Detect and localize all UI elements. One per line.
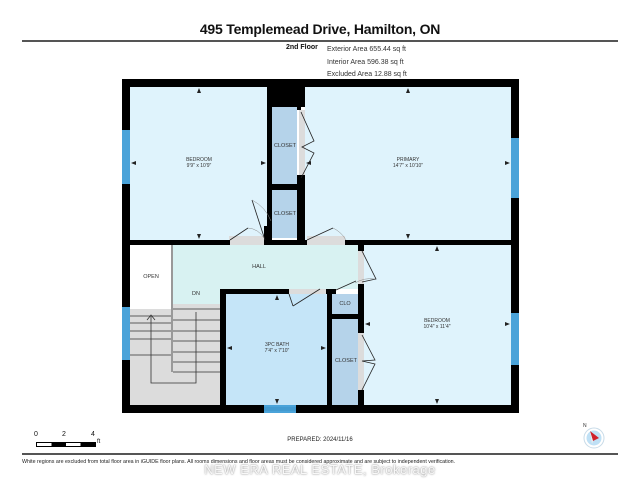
scale-unit: ft [97, 439, 101, 445]
room-name: BEDROOM [424, 318, 450, 324]
disclaimer-text: White regions are excluded from total fl… [22, 459, 456, 465]
room-dims: 9'9" x 10'9" [186, 163, 212, 169]
scale-graphic [36, 442, 96, 447]
window-stairs [122, 307, 130, 360]
closet-1-fill [272, 107, 297, 184]
page-title: 495 Templemead Drive, Hamilton, ON [199, 21, 441, 37]
room-primary: PRIMARY 14'7" x 10'10" [393, 157, 423, 169]
compass-icon: N [583, 423, 605, 449]
walls [122, 79, 519, 413]
label-hall: HALL [252, 264, 266, 270]
primary-fill [305, 87, 511, 240]
bedroom-2-fill [364, 245, 511, 405]
interior-area: Interior Area 596.38 sq ft [327, 58, 404, 66]
label-clo: CLO [339, 301, 351, 307]
closet-3-fill [332, 319, 358, 405]
stair-fill-2 [173, 304, 220, 309]
clo-fill [332, 294, 358, 314]
bedroom-1-fill [130, 87, 267, 240]
exterior-area: Exterior Area 655.44 sq ft [327, 46, 406, 53]
header-divider [22, 40, 618, 42]
bath-fill [226, 294, 327, 405]
label-dn: DN [192, 291, 200, 297]
window-bath [264, 405, 296, 413]
hall-fill [173, 245, 358, 289]
room-dims: 14'7" x 10'10" [392, 163, 424, 169]
scale-tick-4: 4 [91, 431, 95, 438]
area-summary: Exterior Area 655.44 sq ft Interior Area… [327, 44, 407, 82]
room-name: BEDROOM [186, 157, 212, 163]
closet-2-fill [272, 190, 297, 238]
prepared-date: PREPARED: 2024/11/16 [287, 437, 353, 443]
room-bedroom-1: BEDROOM 9'9" x 10'9" [186, 157, 212, 169]
footer-divider [22, 453, 618, 455]
label-closet-1: CLOSET [273, 143, 297, 149]
stair-fill [130, 309, 220, 405]
label-closet-3: CLOSET [334, 358, 358, 364]
floor-name: 2nd Floor [286, 44, 318, 51]
room-dims: 10'4" x 11'4" [423, 324, 451, 330]
windows [122, 130, 519, 413]
window-bedroom-1 [122, 130, 130, 184]
hall-fill-2 [173, 289, 220, 304]
room-name: 3PC BATH [264, 342, 290, 348]
dimension-markers [131, 88, 510, 404]
doors [229, 111, 377, 391]
window-primary [511, 138, 519, 198]
staircase [130, 308, 220, 384]
open-area [130, 245, 173, 309]
window-bedroom-2 [511, 313, 519, 365]
room-dims: 7'4" x 7'10" [264, 348, 290, 354]
room-bath: 3PC BATH 7'4" x 7'10" [265, 342, 290, 354]
room-name: PRIMARY [396, 157, 420, 163]
excluded-area: Excluded Area 12.88 sq ft [327, 71, 407, 78]
svg-text:N: N [583, 423, 587, 429]
label-closet-2: CLOSET [273, 211, 297, 217]
room-bedroom-2: BEDROOM 10'4" x 11'4" [423, 318, 450, 330]
scale-tick-0: 0 [34, 431, 38, 438]
brokerage-watermark: NEW ERA REAL ESTATE, Brokerage [204, 462, 436, 477]
scale-tick-2: 2 [62, 431, 66, 438]
label-open: OPEN [143, 274, 159, 280]
